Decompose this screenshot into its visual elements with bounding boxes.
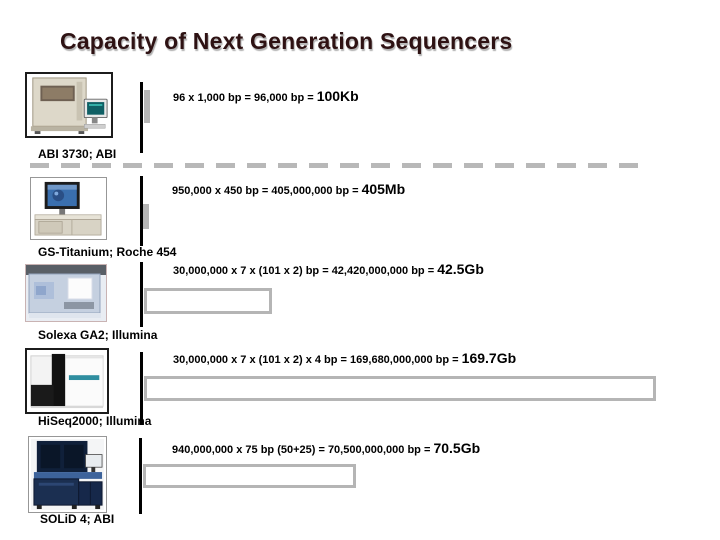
equation-result: 100Kb [316, 88, 359, 104]
baseline-line-solid4 [139, 438, 142, 514]
capacity-bar-abi-3730 [144, 90, 150, 123]
equation-result: 169.7Gb [461, 350, 517, 366]
baseline-line-gs-titanium [140, 176, 143, 246]
machine-photo-gs-titanium [30, 177, 107, 240]
solid4-sequencer-image [31, 439, 104, 510]
machine-label-solexa-ga2: Solexa GA2; Illumina [38, 328, 158, 342]
baseline-line-hiseq2000 [140, 352, 143, 425]
equation-text: 96 x 1,000 bp = 96,000 bp = [173, 92, 317, 104]
equation-text: 950,000 x 450 bp = 405,000,000 bp = [172, 185, 362, 197]
capacity-bar-gs-titanium [143, 204, 149, 229]
equation-text: 30,000,000 x 7 x (101 x 2) x 4 bp = 169,… [173, 354, 462, 366]
capacity-bar-solexa-ga2 [144, 288, 272, 314]
capacity-equation-hiseq2000: 30,000,000 x 7 x (101 x 2) x 4 bp = 169,… [173, 350, 516, 366]
baseline-line-abi-3730 [140, 82, 143, 153]
slide-title: Capacity of Next Generation Sequencers [60, 28, 513, 54]
solexa-ga2-sequencer-image [26, 265, 106, 321]
capacity-bar-solid4 [143, 464, 356, 488]
capacity-bar-hiseq2000 [144, 376, 656, 401]
machine-label-solid4: SOLiD 4; ABI [40, 512, 115, 526]
machine-label-abi-3730: ABI 3730; ABI [38, 147, 117, 161]
capacity-equation-solid4: 940,000,000 x 75 bp (50+25) = 70,500,000… [172, 440, 480, 456]
equation-result: 42.5Gb [437, 261, 484, 277]
equation-text: 940,000,000 x 75 bp (50+25) = 70,500,000… [172, 444, 434, 456]
divider-dashed-line [30, 163, 644, 168]
machine-label-gs-titanium: GS-Titanium; Roche 454 [38, 245, 177, 259]
equation-result: 70.5Gb [433, 440, 481, 456]
machine-label-hiseq2000: HiSeq2000; Illumina [38, 414, 152, 428]
hiseq2000-sequencer-image [29, 352, 105, 410]
gs-titanium-sequencer-image [34, 181, 102, 236]
equation-result: 405Mb [361, 181, 406, 197]
capacity-equation-solexa-ga2: 30,000,000 x 7 x (101 x 2) bp = 42,420,0… [173, 261, 484, 277]
machine-photo-solid4 [28, 436, 107, 513]
capacity-equation-abi-3730: 96 x 1,000 bp = 96,000 bp = 100Kb [173, 88, 359, 104]
machine-photo-abi-3730 [25, 72, 113, 138]
equation-text: 30,000,000 x 7 x (101 x 2) bp = 42,420,0… [173, 265, 438, 277]
machine-photo-solexa-ga2 [25, 264, 107, 322]
baseline-line-solexa-ga2 [140, 262, 143, 327]
abi-3730-sequencer-image [30, 77, 108, 134]
capacity-equation-gs-titanium: 950,000 x 450 bp = 405,000,000 bp = 405M… [172, 181, 405, 197]
machine-photo-hiseq2000 [25, 348, 109, 414]
